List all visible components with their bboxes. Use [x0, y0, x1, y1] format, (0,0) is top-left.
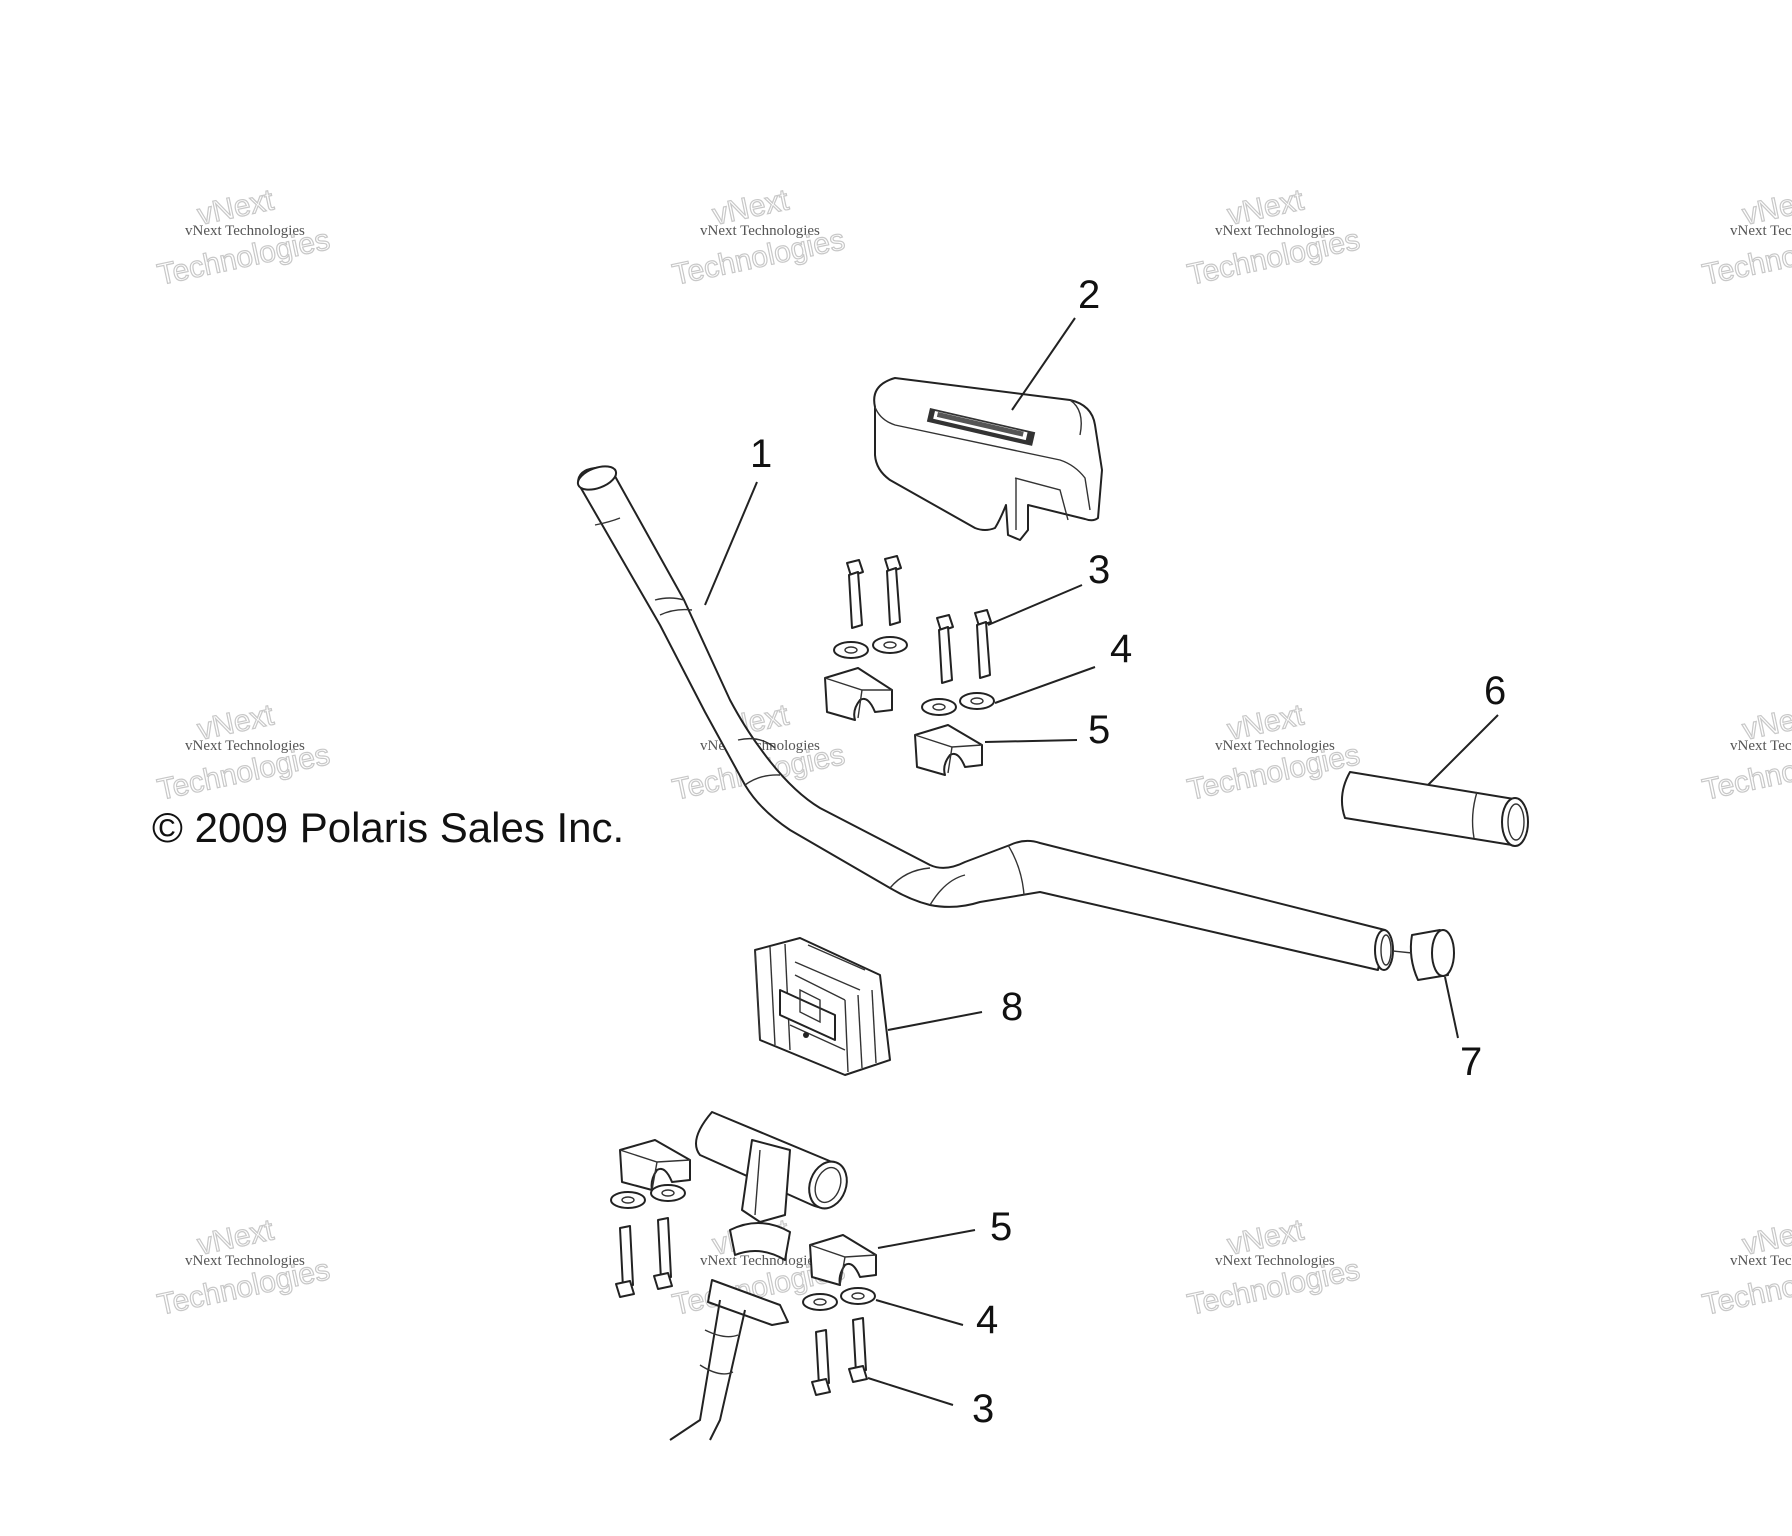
svg-text:vNext Technologies: vNext Technologies	[1215, 223, 1335, 239]
bolt	[615, 1225, 635, 1298]
bolt	[653, 1217, 673, 1290]
bolt	[974, 609, 992, 679]
callout-5: 5	[1088, 708, 1110, 752]
clamp	[809, 1234, 877, 1286]
svg-text:vNext Technologies: vNext Technologies	[1730, 738, 1792, 754]
callout-3: 3	[1088, 548, 1110, 592]
svg-text:vNext Technologies: vNext Technologies	[185, 1253, 305, 1269]
callout-6: 6	[1484, 669, 1506, 713]
watermark: vNext vNext Technologies Technologies	[669, 183, 848, 293]
watermark: vNext vNext Technologies Technologies	[154, 1213, 333, 1323]
handlebar-pad	[873, 377, 1103, 541]
svg-text:vNext Technologies: vNext Technologies	[185, 223, 305, 239]
watermark: vNext vNext Technologies Technologies	[1184, 183, 1363, 293]
watermark: vNext vNext Technologies Technologies	[1699, 183, 1792, 293]
callout-4-lower: 4	[976, 1298, 998, 1342]
bolt	[848, 1317, 868, 1383]
svg-text:vNext Technologies: vNext Technologies	[700, 1253, 820, 1269]
callout-3-lower: 3	[972, 1387, 994, 1431]
watermark: vNext vNext Technologies Technologies	[1699, 698, 1792, 808]
upper-washers	[833, 636, 995, 716]
steering-post	[669, 1111, 848, 1441]
clamp	[619, 1139, 691, 1191]
lower-right-hardware	[802, 1234, 877, 1396]
svg-text:vNext Technologies: vNext Technologies	[1730, 223, 1792, 239]
pad-logo	[926, 408, 1036, 446]
lower-left-hardware	[610, 1139, 691, 1298]
callout-8: 8	[1001, 985, 1023, 1029]
bolt	[846, 559, 864, 629]
callouts: 1 2 3 4 5 6 7 8 5 4 3	[750, 273, 1506, 1431]
end-plug	[1392, 929, 1455, 981]
upper-bolts	[846, 555, 992, 684]
upper-clamps	[824, 667, 983, 776]
clamp	[914, 724, 983, 776]
watermark: vNext vNext Technologies Technologies	[1699, 1213, 1792, 1323]
grip	[1340, 771, 1529, 847]
clamp	[824, 667, 893, 721]
bolt	[884, 555, 902, 626]
riser-block	[754, 937, 891, 1076]
callout-7: 7	[1460, 1040, 1482, 1084]
bolt	[811, 1329, 831, 1396]
svg-text:vNext Technologies: vNext Technologies	[700, 223, 820, 239]
callout-4: 4	[1110, 627, 1132, 671]
handlebar	[576, 465, 1394, 971]
watermark: vNext vNext Technologies Technologies	[154, 183, 333, 293]
watermark: vNext vNext Technologies Technologies	[1184, 1213, 1363, 1323]
callout-5-lower: 5	[990, 1205, 1012, 1249]
svg-text:vNext Technologies: vNext Technologies	[1215, 1253, 1335, 1269]
svg-text:vNext Technologies: vNext Technologies	[185, 738, 305, 754]
svg-text:vNext Technologies: vNext Technologies	[1215, 738, 1335, 754]
leader-lines	[704, 317, 1499, 1406]
svg-text:vNext Technologies: vNext Technologies	[1730, 1253, 1792, 1269]
callout-2: 2	[1078, 273, 1100, 317]
watermark: vNext vNext Technologies Technologies	[1184, 698, 1363, 808]
bolt	[936, 614, 954, 684]
callout-1: 1	[750, 432, 772, 476]
watermark: vNext vNext Technologies Technologies	[154, 698, 333, 808]
copyright-notice: © 2009 Polaris Sales Inc.	[152, 804, 624, 851]
